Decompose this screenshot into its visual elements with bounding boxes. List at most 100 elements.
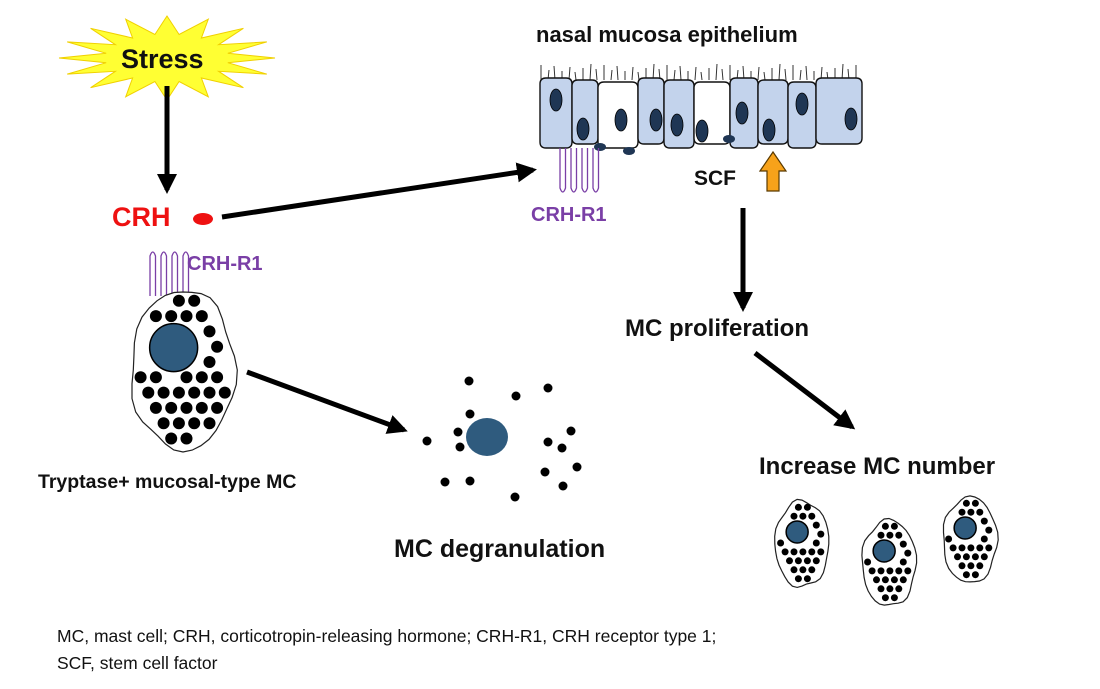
cilium — [610, 69, 613, 81]
granule — [157, 386, 170, 399]
granule — [954, 553, 961, 561]
granule — [134, 371, 147, 384]
granule — [868, 567, 876, 575]
crh-r1-label-epithelium: CRH-R1 — [531, 204, 607, 226]
granule — [971, 499, 979, 507]
released-granule — [464, 376, 474, 386]
released-granule — [566, 426, 576, 436]
epithelial-cell — [663, 79, 695, 149]
mast-cell-nucleus — [785, 520, 809, 544]
mc-degranulation-label: MC degranulation — [394, 535, 606, 563]
released-granule — [440, 477, 450, 487]
cilium — [589, 63, 592, 81]
arrow-proliferation-to-increase — [753, 351, 856, 430]
granule — [976, 508, 984, 516]
epithelial-cell-nucleus — [762, 118, 776, 142]
granule — [149, 310, 162, 323]
mast-cell-nucleus — [872, 539, 896, 563]
granule — [803, 503, 811, 511]
cilium — [679, 65, 682, 81]
cilium — [616, 65, 619, 81]
cilium — [799, 69, 802, 81]
cilium — [715, 63, 718, 81]
mast-cell-membrane — [942, 495, 999, 583]
receptor-loops — [149, 251, 190, 296]
mc-proliferation-label: MC proliferation — [625, 315, 809, 342]
granule — [180, 310, 193, 323]
cilium — [784, 68, 787, 81]
stress-burst — [58, 15, 276, 101]
granule — [211, 401, 224, 414]
scf-label: SCF — [694, 167, 736, 190]
granule — [786, 557, 793, 565]
crh-r1-receptor-epithelium — [559, 148, 600, 193]
granule — [962, 553, 970, 561]
crh-r1-label-mast-cell: CRH-R1 — [187, 253, 263, 275]
granule — [149, 371, 162, 384]
granule — [218, 386, 231, 399]
nasal-mucosa-epithelium — [539, 63, 863, 155]
tryptase-mast-cell — [131, 291, 238, 453]
granule — [203, 356, 216, 368]
granule — [790, 548, 798, 556]
granule — [877, 585, 885, 593]
granule — [799, 566, 807, 574]
released-granule — [558, 481, 568, 491]
cilium — [721, 68, 724, 81]
granule — [781, 548, 789, 556]
granule — [812, 539, 820, 547]
granule — [172, 417, 185, 430]
granule — [967, 544, 975, 552]
released-granule — [510, 492, 520, 502]
released-granule — [543, 383, 553, 393]
granule — [794, 575, 802, 583]
mast-cell-small-1 — [774, 498, 830, 589]
granule — [165, 401, 178, 414]
granule — [881, 576, 889, 584]
epithelial-cell-nucleus — [795, 92, 809, 116]
granule — [794, 557, 802, 565]
epithelial-cell-nucleus — [549, 88, 563, 112]
increase-mc-number-label: Increase MC number — [759, 453, 996, 480]
mast-cell-membrane — [861, 517, 918, 606]
granule — [971, 571, 979, 579]
granule — [817, 548, 825, 556]
basal-cell-nucleus — [623, 147, 635, 155]
granule — [799, 548, 807, 556]
epithelial-cell-nucleus — [844, 107, 858, 131]
released-granule — [511, 391, 521, 401]
degranulated-nucleus — [466, 418, 508, 456]
granule — [195, 310, 208, 323]
tryptase-mc-label: Tryptase+ mucosal-type MC — [38, 471, 297, 493]
granule — [188, 417, 201, 430]
granule — [890, 594, 898, 602]
granule — [808, 512, 816, 520]
cilium — [778, 63, 781, 81]
granule — [899, 558, 907, 566]
granule — [886, 567, 894, 575]
granule — [895, 585, 903, 593]
crh-r1-receptor-mast-cell — [149, 251, 190, 296]
caption-line-2: SCF, stem cell factor — [57, 653, 218, 673]
mast-cell-nucleus — [148, 322, 199, 373]
granule — [980, 553, 988, 561]
granule — [890, 522, 898, 530]
granule — [808, 566, 816, 574]
crh-molecule — [193, 213, 213, 225]
cilium — [637, 71, 640, 81]
granule — [886, 585, 894, 593]
granule — [958, 562, 966, 570]
released-granule — [422, 436, 432, 446]
epithelial-cell-nucleus — [695, 119, 709, 143]
receptor-loops — [559, 148, 600, 193]
arrow-mc-to-degranulation — [246, 369, 408, 434]
granule — [808, 548, 816, 556]
granule — [899, 540, 907, 548]
granule — [165, 310, 178, 323]
cilium — [694, 66, 697, 81]
basal-cell-nucleus — [723, 135, 735, 143]
granule — [142, 386, 155, 399]
cilium — [574, 71, 577, 81]
granule — [895, 567, 903, 575]
